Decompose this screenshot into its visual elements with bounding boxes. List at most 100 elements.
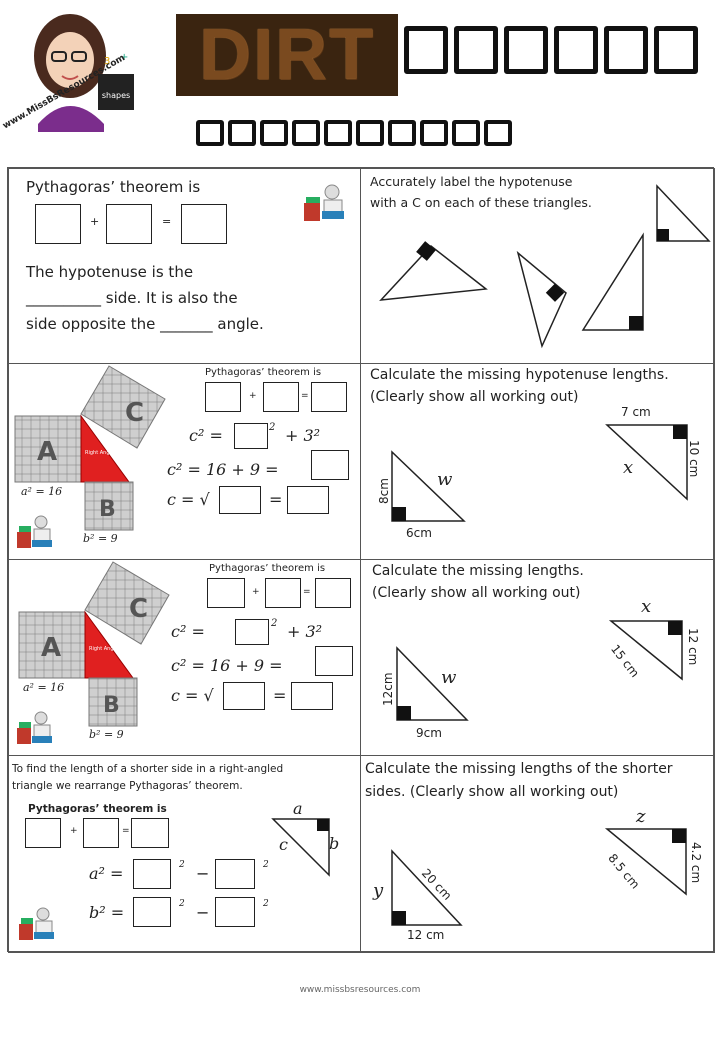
answer-box[interactable] <box>263 382 299 412</box>
triangle2-side-length: 12cm <box>381 672 395 706</box>
rearrange-intro-2: triangle we rearrange Pythagoras’ theore… <box>12 780 243 792</box>
equation-2: c² = 16 + 9 = <box>167 460 279 479</box>
b-squared-label: b² = 9 <box>83 532 118 545</box>
square-a-label: A <box>37 437 57 467</box>
section2-left: C A Right Angle Triangle B a² = 16 b² = … <box>8 363 361 560</box>
rearrange-intro-1: To find the length of a shorter side in … <box>12 763 284 775</box>
answer-box[interactable] <box>291 682 333 710</box>
triangle-side-a: a <box>293 799 303 818</box>
hypotenuse-problems <box>391 424 688 522</box>
label-instruction-1: Accurately label the hypotenuse <box>370 174 573 189</box>
answer-box[interactable] <box>234 423 268 449</box>
answer-box[interactable] <box>219 486 261 514</box>
triangle1-side-length: 12 cm <box>686 628 700 666</box>
reading-student-icon <box>17 515 52 548</box>
square-c-label: C <box>125 398 144 428</box>
triangle2-bottom-length: 12 cm <box>407 928 445 942</box>
plus-sign: + <box>70 826 78 836</box>
hypotenuse-sentence-3: side opposite the _______ angle. <box>26 315 264 333</box>
answer-box[interactable] <box>205 382 241 412</box>
answer-box[interactable] <box>287 486 329 514</box>
answer-box[interactable] <box>265 578 301 608</box>
section1-left: Pythagoras’ theorem is + = The hypotenus… <box>8 168 361 364</box>
answer-box[interactable] <box>215 859 255 889</box>
triangle2-unknown: w <box>441 667 457 688</box>
hypotenuse-instruction-2: (Clearly show all working out) <box>370 389 579 405</box>
section1-right: Accurately label the hypotenuse with a C… <box>360 168 715 364</box>
section4-left: To find the length of a shorter side in … <box>8 755 361 953</box>
triangle1-unknown: x <box>623 457 634 478</box>
title-placeholder-boxes <box>404 26 698 74</box>
triangle1-side-length: 10 cm <box>687 440 701 478</box>
section2-right: Calculate the missing hypotenuse lengths… <box>360 363 715 560</box>
triangle-4 <box>656 184 711 242</box>
equation-1: c² = <box>171 622 205 641</box>
reading-student-icon <box>17 711 52 744</box>
shorter-sides-instruction-1: Calculate the missing lengths of the sho… <box>365 761 673 777</box>
answer-box[interactable] <box>106 204 152 244</box>
triangle2-unknown: w <box>437 469 453 490</box>
answer-box[interactable] <box>133 859 171 889</box>
equals-sign: = <box>303 587 311 597</box>
section3-right: Calculate the missing lengths. (Clearly … <box>360 559 715 756</box>
plus-sign: + <box>252 587 260 597</box>
answer-box[interactable] <box>315 646 353 676</box>
answer-box[interactable] <box>207 578 245 608</box>
squared-superscript: 2 <box>179 899 185 909</box>
squared-superscript: 2 <box>179 860 185 870</box>
theorem-prompt-bold: Pythagoras’ theorem is <box>28 803 167 815</box>
theorem-prompt-small: Pythagoras’ theorem is <box>205 367 322 378</box>
answer-box[interactable] <box>215 897 255 927</box>
theorem-prompt-small: Pythagoras’ theorem is <box>209 563 326 574</box>
equation-3-equals: = <box>273 686 287 705</box>
triangle1-side-length: 4.2 cm <box>689 842 703 884</box>
squared-superscript: 2 <box>269 422 276 433</box>
worksheet-grid: Pythagoras’ theorem is + = The hypotenus… <box>7 167 715 953</box>
answer-box[interactable] <box>181 204 227 244</box>
section3-left: C A Right Angle Triangle B a² = 16 b² = … <box>8 559 361 756</box>
answer-box[interactable] <box>311 450 349 480</box>
equation-3: c = √ <box>167 490 210 509</box>
teacher-avatar-icon: shapes 3 + <box>34 14 134 132</box>
equation-1-tail: + 3² <box>285 426 321 445</box>
answer-box[interactable] <box>35 204 81 244</box>
equals-sign: = <box>122 826 130 836</box>
square-c-label: C <box>129 594 148 624</box>
answer-box[interactable] <box>83 818 119 848</box>
lengths-problems <box>396 620 683 721</box>
svg-text:3: 3 <box>104 56 110 67</box>
equation-a: a² = <box>89 864 124 883</box>
labelled-right-triangle <box>271 818 330 877</box>
equation-3-equals: = <box>269 490 283 509</box>
answer-box[interactable] <box>311 382 347 412</box>
equation-1: c² = <box>189 426 223 445</box>
shorter-sides-problems <box>391 828 687 926</box>
triangle-1 <box>379 241 488 301</box>
answer-box[interactable] <box>315 578 351 608</box>
reading-student-icon <box>304 184 344 221</box>
b-squared-label: b² = 9 <box>89 728 124 741</box>
hypotenuse-sentence-1: The hypotenuse is the <box>26 263 194 281</box>
triangle-side-c: c <box>279 835 288 854</box>
footer-url: www.missbsresources.com <box>299 985 421 995</box>
squared-superscript: 2 <box>271 618 278 629</box>
answer-box[interactable] <box>223 682 265 710</box>
pythagoras-squares-diagram: C A Right Angle Triangle B <box>14 365 166 531</box>
equation-1-tail: + 3² <box>287 622 323 641</box>
answer-box[interactable] <box>131 818 169 848</box>
answer-box[interactable] <box>25 818 61 848</box>
author-logo: shapes 3 + www.MissBsResources.com <box>1 4 148 154</box>
hypotenuse-instruction-1: Calculate the missing hypotenuse lengths… <box>370 367 669 383</box>
triangle1-top-length: 7 cm <box>621 405 651 419</box>
hypotenuse-triangles <box>379 184 711 349</box>
reading-student-icon <box>19 907 54 940</box>
triangle-2 <box>516 250 567 349</box>
square-a-label: A <box>41 633 61 663</box>
minus-sign: − <box>196 903 210 922</box>
a-squared-label: a² = 16 <box>23 681 65 694</box>
answer-box[interactable] <box>235 619 269 645</box>
page-title: DIRT <box>199 15 375 95</box>
answer-box[interactable] <box>133 897 171 927</box>
a-squared-label: a² = 16 <box>21 485 63 498</box>
plus-sign: + <box>249 391 257 401</box>
